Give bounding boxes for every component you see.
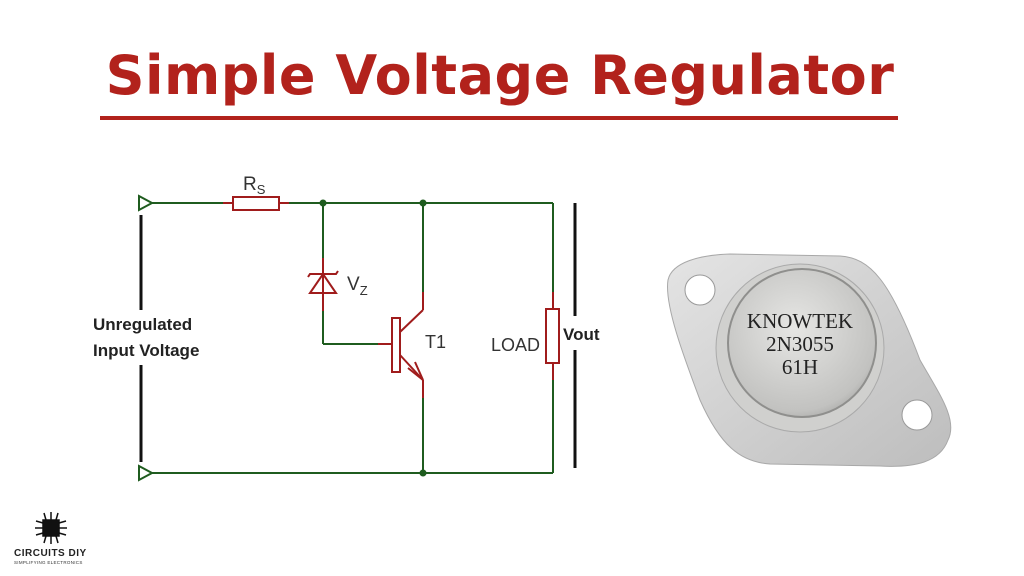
voltage-indicator-bars <box>139 203 577 468</box>
input-label-line1: Unregulated <box>93 315 192 334</box>
marking-line3: 61H <box>782 355 818 379</box>
zener-diode-icon <box>307 258 339 311</box>
resistor-label: RS <box>243 174 266 197</box>
junction-dots <box>319 199 427 477</box>
resistor-rs-icon <box>223 196 289 211</box>
load-label: LOAD <box>491 335 540 355</box>
logo-name: CIRCUITS DIY <box>14 548 87 559</box>
logo-tagline: SIMPLIFYING ELECTRONICS <box>14 560 83 565</box>
chip-logo-icon <box>35 512 67 544</box>
title-underline <box>100 116 898 120</box>
marking-line1: KNOWTEK <box>747 309 853 333</box>
input-label-line2: Input Voltage <box>93 341 199 360</box>
page-title: Simple Voltage Regulator <box>105 44 895 107</box>
npn-transistor-icon <box>378 292 424 398</box>
marking-line2: 2N3055 <box>766 332 834 356</box>
wires <box>152 202 554 474</box>
input-terminal-top-icon <box>138 194 155 212</box>
transistor-label: T1 <box>425 332 446 352</box>
transistor-2n3055-photo: KNOWTEK 2N3055 61H <box>667 253 952 467</box>
input-terminal-bottom-icon <box>138 464 155 482</box>
load-resistor-icon <box>545 292 560 380</box>
zener-label: VZ <box>347 274 368 298</box>
vout-label: Vout <box>563 325 600 344</box>
